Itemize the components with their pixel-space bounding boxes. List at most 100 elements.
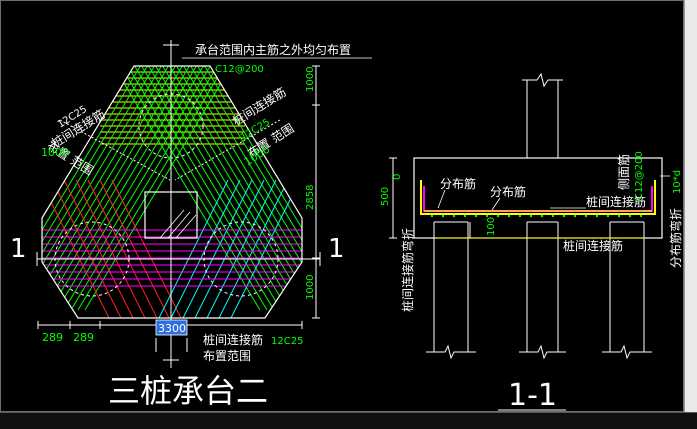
- distribution-bar-dot: [485, 214, 489, 218]
- section-dim-100: 100: [486, 217, 497, 236]
- distribution-bar-dot: [595, 214, 599, 218]
- hatch-cyan: [193, 179, 265, 318]
- dim-right-3: 1000: [305, 275, 316, 300]
- hatch-band-right: [42, 66, 180, 311]
- hatch-band-right: [42, 66, 187, 311]
- section-leaders: [437, 175, 670, 211]
- hatch-band-right: [42, 66, 159, 311]
- hatch-band-right: [56, 66, 208, 311]
- hatch-band-left: [137, 66, 289, 311]
- hatch-band-right: [77, 66, 229, 311]
- hatch-band-right: [49, 66, 201, 311]
- plan-title: 三桩承台二: [108, 372, 268, 410]
- hatch-band-right: [42, 66, 194, 311]
- distribution-bar-dot: [573, 214, 577, 218]
- hatch-red: [99, 179, 171, 318]
- hatch-band-left: [116, 66, 268, 311]
- section-dimensions: [389, 157, 471, 239]
- hatch-cyan: [205, 179, 277, 318]
- distribution-bar-dot: [529, 214, 533, 218]
- cut-mark-left: 1: [10, 234, 27, 264]
- section-column: [522, 72, 563, 158]
- distribution-bar-dot: [474, 214, 478, 218]
- dim-right-1: 1000: [305, 67, 316, 92]
- cut-mark-right: 1: [328, 234, 345, 264]
- distribution-bar-dot: [628, 214, 632, 218]
- hatch-band-left: [179, 66, 302, 311]
- hatch-band-right: [42, 66, 152, 311]
- hatch-band-left: [193, 66, 302, 311]
- top-note-bar: C12@200: [215, 64, 264, 75]
- column-hatch: [159, 209, 197, 239]
- hatch-band-left: [144, 66, 296, 311]
- distribution-lines: [59, 119, 281, 181]
- section-label-side-bar: C12@200: [634, 151, 645, 200]
- hatch-red: [75, 179, 147, 318]
- pile-cap-outline: [41, 65, 303, 319]
- section-title: 1-1: [508, 378, 557, 413]
- bottom-label-bar: 12C25: [271, 336, 303, 347]
- plan-view: 1000 2858 1000 289 289 3300 承台范围内主筋之外均匀布…: [10, 40, 372, 410]
- distribution-bar-dot: [639, 214, 643, 218]
- distribution-bar-dot: [452, 214, 456, 218]
- section-label-dist-bend: 分布筋弯折: [668, 208, 683, 268]
- section-dim-zero: 0: [392, 174, 403, 180]
- top-note: 承台范围内主筋之外均匀布置: [195, 42, 351, 57]
- distribution-bar-dot: [540, 214, 544, 218]
- distribution-bar-dot: [606, 214, 610, 218]
- center-lines: [36, 40, 320, 368]
- distribution-bar-dot: [430, 214, 434, 218]
- hatch-cyan: [181, 179, 253, 318]
- distribution-bar-dot: [507, 214, 511, 218]
- section-label-pile-conn-bottom: 桩间连接筋: [563, 238, 623, 253]
- section-label-dist-1: 分布筋: [440, 176, 476, 191]
- hatch-red: [63, 179, 135, 318]
- dim-bottom-1: 289: [42, 331, 63, 344]
- hatch-band-right: [84, 66, 236, 311]
- distribution-bar-dot: [463, 214, 467, 218]
- hatch-band-left: [151, 66, 302, 311]
- distribution-bar-dot: [562, 214, 566, 218]
- hatch-band-left: [123, 66, 275, 311]
- hatch-band-left: [200, 66, 302, 311]
- hatch-red: [111, 179, 183, 318]
- hatch-band-right: [63, 66, 215, 311]
- distribution-bar-dot: [441, 214, 445, 218]
- dim-bottom-2: 289: [73, 331, 94, 344]
- left-range-value: 1000: [41, 146, 69, 159]
- hatch-red: [51, 179, 123, 318]
- hatch-band-right: [42, 66, 173, 311]
- hatch-cyan: [217, 179, 289, 318]
- bottom-range: 布置范围: [203, 349, 251, 363]
- distribution-bar-dot: [518, 214, 522, 218]
- dimension-selection-box[interactable]: [155, 319, 188, 336]
- hatch-band-left: [165, 66, 302, 311]
- distribution-bar-dots: [430, 214, 643, 218]
- bottom-label-1: 桩间连接筋: [203, 332, 263, 347]
- distribution-bar-dot: [496, 214, 500, 218]
- hatch-band-left: [109, 66, 261, 311]
- distribution-bar-dot: [584, 214, 588, 218]
- distribution-bar-dot: [551, 214, 555, 218]
- section-label-dist-2: 分布筋: [490, 184, 526, 199]
- hatch-band-left: [158, 66, 302, 311]
- hatch-red: [87, 179, 159, 318]
- section-label-dist-bend-val: 10*d: [672, 170, 683, 194]
- hatch-cyan: [169, 179, 241, 318]
- dimension-right: [312, 65, 320, 319]
- section-label-pile-conn-bend: 桩间连接筋弯折: [400, 228, 415, 312]
- section-dim-height: 500: [380, 187, 391, 206]
- dimension-selected-value[interactable]: 3300: [158, 322, 186, 335]
- vertical-scrollbar[interactable]: [684, 0, 697, 429]
- hatch-cyan: [157, 179, 229, 318]
- section-label-side: 侧面筋: [616, 154, 631, 190]
- section-piles: [426, 221, 652, 360]
- dim-right-2: 2858: [305, 185, 316, 210]
- hatch-cyan: [229, 179, 301, 318]
- section-label-pile-conn-top: 桩间连接筋: [586, 194, 646, 209]
- command-bar: [0, 412, 697, 429]
- hatch-band-right: [42, 66, 145, 311]
- distribution-bar-dot: [617, 214, 621, 218]
- hatch-red: [42, 179, 111, 318]
